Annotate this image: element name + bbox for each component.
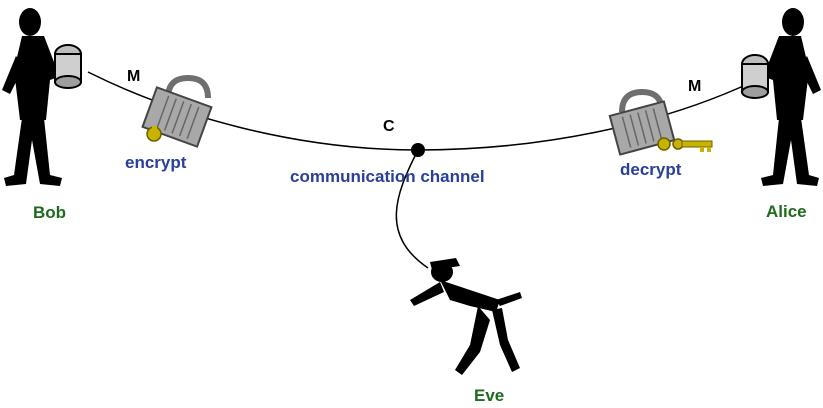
eve-figure-icon — [410, 258, 522, 375]
channel-label: communication channel — [290, 167, 485, 186]
message-label-left: M — [127, 68, 141, 85]
alice-figure-icon — [741, 8, 821, 186]
encrypt-padlock-icon — [141, 74, 213, 148]
message-label-right: M — [688, 78, 702, 95]
alice-label: Alice — [766, 202, 807, 221]
decrypt-label: decrypt — [620, 160, 682, 179]
bob-label: Bob — [33, 203, 67, 222]
encrypt-label: encrypt — [125, 153, 187, 172]
bob-figure-icon — [2, 8, 82, 186]
tap-point-icon — [411, 143, 425, 157]
eve-label: Eve — [474, 386, 505, 405]
tap-wire — [395, 149, 429, 269]
decrypt-padlock-icon — [608, 88, 713, 156]
ciphertext-label: C — [383, 118, 395, 135]
